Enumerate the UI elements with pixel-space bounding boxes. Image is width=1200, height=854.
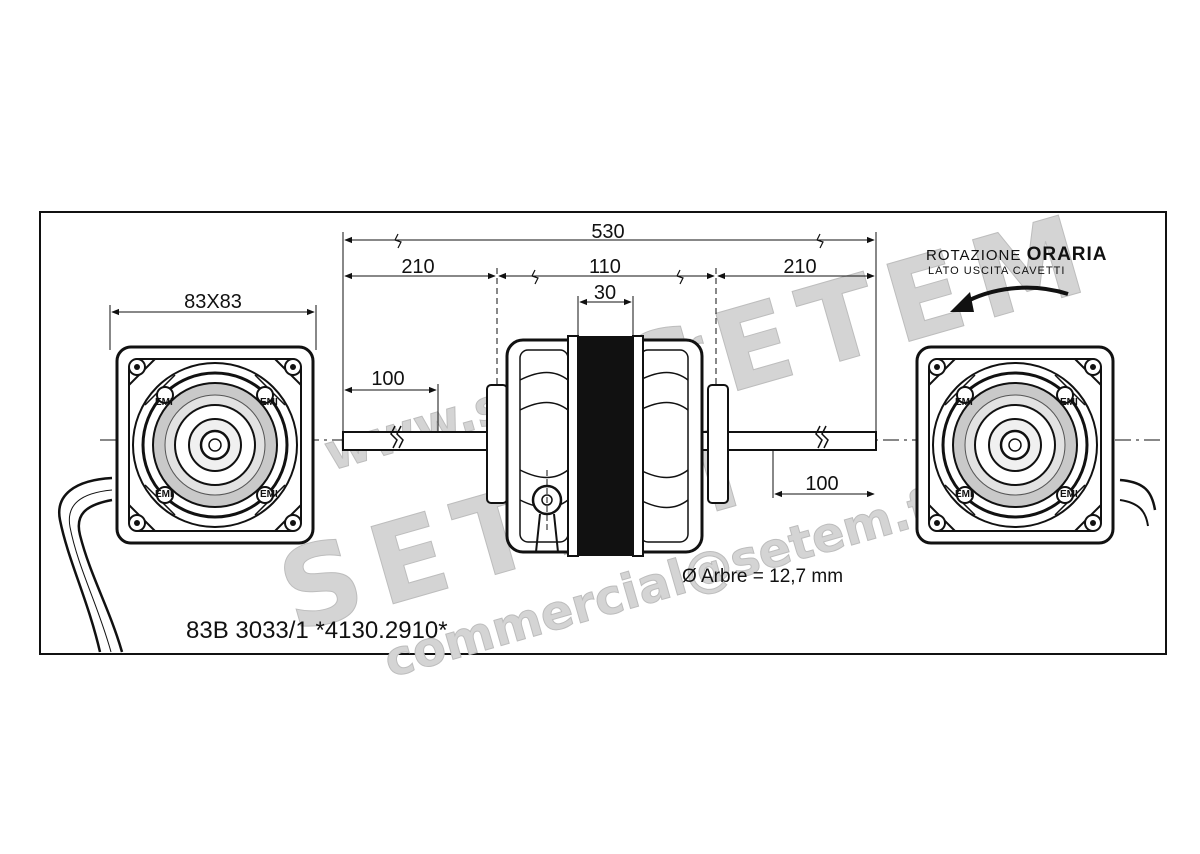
rotation-sub: LATO USCITA CAVETTI [928,265,1065,277]
drawing-frame [39,211,1167,655]
dim-body: 110 [589,256,621,278]
right-flange-view: EMI EMI EMI EMI [915,345,1115,545]
flange-mark-2: EMI [260,397,278,408]
flange-mark-3: EMI [260,489,278,500]
flange-mark-1: EMI [155,397,173,408]
flange-mark-r2: EMI [1060,397,1078,408]
flange-mark-4: EMI [155,489,173,500]
flange-mark-r4: EMI [955,489,973,500]
bearing-cap-left [486,384,508,504]
cable-right [1119,478,1157,511]
cable-bundle-left [57,476,113,653]
dim-right-shaft: 210 [783,256,816,278]
left-flange-view: EMI EMI EMI EMI [115,345,315,545]
flange-mark-r1: EMI [955,397,973,408]
rotation-note: ROTAZIONE ORARIA LATO USCITA CAVETTI [926,244,1108,312]
cable-bundle-left-3 [68,489,113,653]
motor-side-view [342,335,877,557]
bearing-cap-right [707,384,729,504]
cable-right-2 [1119,499,1149,527]
cable-bundle-left-2 [77,498,124,653]
dim-square: 83X83 [184,291,242,313]
dimension-lines [109,232,877,498]
shaft-left [342,431,504,451]
winding-band [578,336,633,556]
model-code: 83B 3033/1 *4130.2910* [186,617,448,644]
flange-mark-r3: EMI [1060,489,1078,500]
rotation-label: ROTAZIONE ORARIA [926,244,1108,265]
shaft-diameter-note: Ø Arbre = 12,7 mm [682,566,843,587]
dim-left-shaft: 210 [401,256,434,278]
dim-right-end: 100 [805,473,838,495]
dim-band: 30 [594,282,616,304]
dim-left-end: 100 [371,368,404,390]
dim-overall: 530 [591,221,624,243]
